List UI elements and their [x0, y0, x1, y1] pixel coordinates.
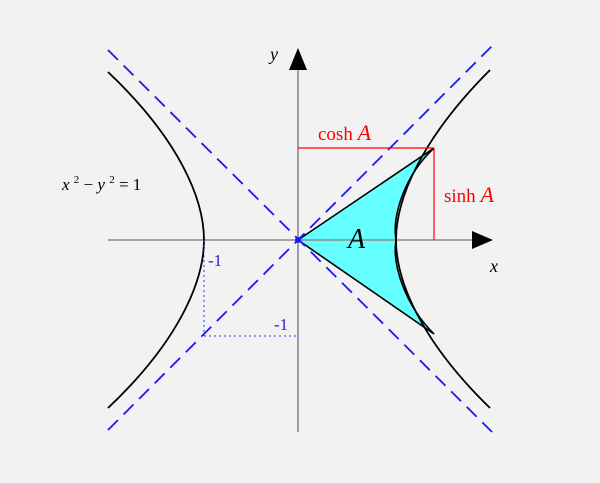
equation-minus: − [84, 175, 98, 194]
x-axis-arrow [472, 231, 493, 249]
y-axis-arrow [289, 48, 307, 70]
equation-label: x 2 − y 2 = 1 [61, 168, 141, 194]
cosh-label: cosh A [318, 120, 372, 145]
cosh-var: A [356, 120, 372, 145]
y-axis-label: y [268, 44, 278, 64]
cosh-text: cosh [318, 124, 358, 145]
area-label: A [346, 224, 366, 255]
equation-y-power: 2 [109, 174, 115, 186]
sinh-text: sinh [444, 186, 480, 207]
equation-x: x [61, 175, 70, 194]
neg-one-x-label: -1 [208, 251, 222, 270]
hyperbola-right-branch [395, 69, 491, 409]
equation-rhs: = 1 [119, 175, 141, 194]
x-axis-label: x [489, 256, 498, 276]
neg-one-y-label: -1 [274, 315, 288, 334]
origin-dot [295, 237, 301, 243]
equation-y: y [95, 175, 105, 194]
sinh-var: A [478, 182, 494, 207]
equation-x-power: 2 [74, 174, 80, 186]
sinh-label: sinh A [444, 182, 494, 207]
